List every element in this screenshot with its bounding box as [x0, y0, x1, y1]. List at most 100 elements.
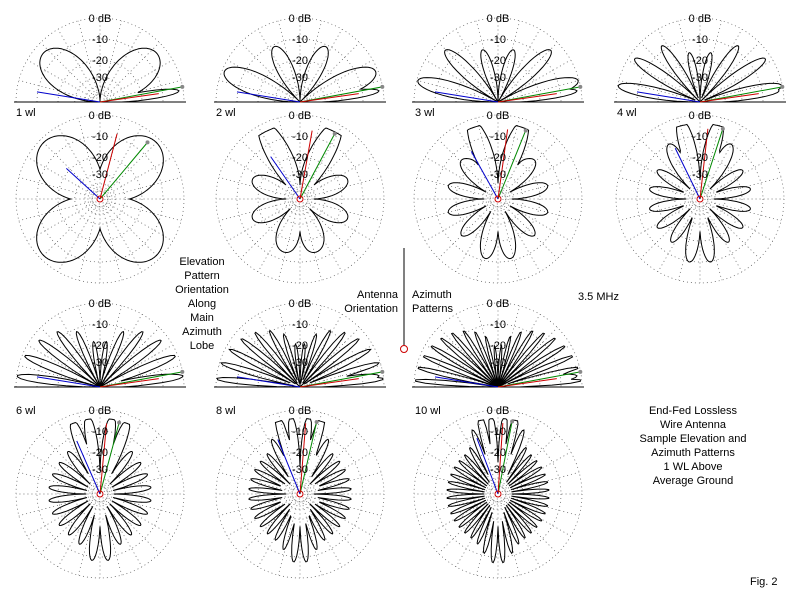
grid-spoke: [703, 29, 743, 96]
grid-ring: [257, 451, 343, 537]
ring-label: -10: [490, 34, 506, 46]
grid-ring: [94, 488, 106, 500]
elevation-pattern: 0 dB-10-20-30: [614, 13, 786, 103]
grid-spoke: [499, 412, 521, 487]
grid-ring: [689, 188, 711, 210]
caption-line: Wire Antenna: [659, 419, 727, 431]
grid-spoke: [306, 156, 373, 196]
ring-label: 0 dB: [89, 405, 112, 417]
grid-spoke: [475, 206, 497, 281]
ring-label: -30: [292, 169, 308, 181]
grid-spoke: [618, 176, 693, 198]
azimuth-marker-green: [99, 422, 120, 495]
elevation-peak-marker: [180, 84, 185, 89]
grid-spoke: [301, 412, 323, 487]
ring-label: 0 dB: [289, 110, 312, 122]
ring-label: -20: [292, 152, 308, 164]
elevation-peak-marker: [380, 369, 385, 374]
note-line: Lobe: [189, 340, 215, 352]
grid-spoke: [499, 117, 521, 192]
ring-label: -30: [92, 464, 108, 476]
ring-label: -10: [490, 426, 506, 438]
azimuth-pattern: 0 dB-10-20-30: [15, 405, 185, 579]
ring-label: -20: [92, 152, 108, 164]
grid-spoke: [257, 500, 297, 567]
ring-label: -30: [490, 72, 506, 84]
elevation-marker-blue: [434, 91, 499, 103]
grid-spoke: [307, 364, 382, 386]
elevation-marker-red: [299, 378, 359, 388]
ring-label: 0 dB: [487, 405, 510, 417]
grid-spoke: [677, 20, 699, 95]
grid-spoke: [257, 205, 297, 272]
grid-spoke: [103, 421, 143, 488]
grid-spoke: [305, 139, 360, 194]
grid-spoke: [701, 206, 723, 281]
ring-label: 0 dB: [89, 13, 112, 25]
ring-label: 0 dB: [289, 298, 312, 310]
grid-spoke: [105, 204, 160, 259]
azimuth-marker-blue: [76, 440, 101, 495]
grid-spoke: [657, 126, 697, 193]
grid-ring: [74, 361, 126, 388]
plot-label: 2 wl: [216, 107, 236, 119]
grid-spoke: [425, 59, 492, 99]
ring-label: -30: [692, 169, 708, 181]
grid-ring: [294, 193, 306, 205]
elevation-peak-marker: [578, 369, 583, 374]
azimuth-trace: [251, 127, 349, 254]
elevation-orientation-note: Elevation Pattern Orientation Along Main…: [164, 255, 240, 353]
grid-spoke: [416, 364, 491, 386]
grid-spoke: [227, 59, 294, 99]
grid-spoke: [257, 314, 297, 381]
ring-label: -20: [292, 340, 308, 352]
grid-spoke: [503, 139, 558, 194]
grid-spoke: [416, 471, 491, 493]
grid-ring: [674, 173, 726, 225]
grid-spoke: [27, 156, 94, 196]
grid-spoke: [301, 20, 323, 95]
azimuth-marker-red: [299, 423, 307, 495]
grid-ring: [615, 17, 785, 103]
grid-spoke: [504, 344, 571, 384]
ring-label: -20: [490, 447, 506, 459]
ring-label: -10: [92, 131, 108, 143]
grid-spoke: [306, 344, 373, 384]
grid-spoke: [101, 501, 123, 576]
grid-spoke: [505, 176, 580, 198]
note-line: Pattern: [184, 270, 220, 282]
ring-label: -10: [292, 131, 308, 143]
origin-marker: [696, 195, 704, 203]
origin-marker: [296, 490, 304, 498]
grid-spoke: [257, 29, 297, 96]
ring-label: 0 dB: [89, 298, 112, 310]
elevation-marker-blue: [36, 376, 101, 388]
grid-ring: [274, 173, 326, 225]
grid-spoke: [627, 156, 694, 196]
antenna-orientation-indicator: [400, 248, 408, 353]
ring-label: 0 dB: [487, 13, 510, 25]
grid-ring: [472, 361, 524, 388]
grid-spoke: [227, 344, 294, 384]
elevation-marker-red: [99, 378, 159, 388]
grid-spoke: [77, 117, 99, 192]
elevation-marker-red: [699, 93, 759, 103]
grid-spoke: [306, 59, 373, 99]
grid-spoke: [301, 206, 323, 281]
grid-spoke: [18, 176, 93, 198]
ring-label: -30: [490, 169, 506, 181]
elevation-pattern: 0 dB-10-20-30: [14, 13, 186, 103]
grid-spoke: [103, 314, 143, 381]
grid-spoke: [416, 79, 491, 101]
elevation-pattern: 0 dB-10-20-30: [412, 298, 584, 388]
azimuth-trace: [446, 418, 550, 564]
grid-ring: [455, 451, 541, 537]
note-line: Azimuth: [412, 289, 452, 301]
elevation-pattern: 0 dB-10-20-30: [14, 298, 186, 388]
grid-ring: [434, 323, 562, 388]
grid-spoke: [40, 42, 95, 97]
ring-label: -30: [92, 72, 108, 84]
elevation-marker-red: [497, 93, 557, 103]
grid-spoke: [103, 29, 143, 96]
elevation-marker-green: [99, 371, 183, 388]
